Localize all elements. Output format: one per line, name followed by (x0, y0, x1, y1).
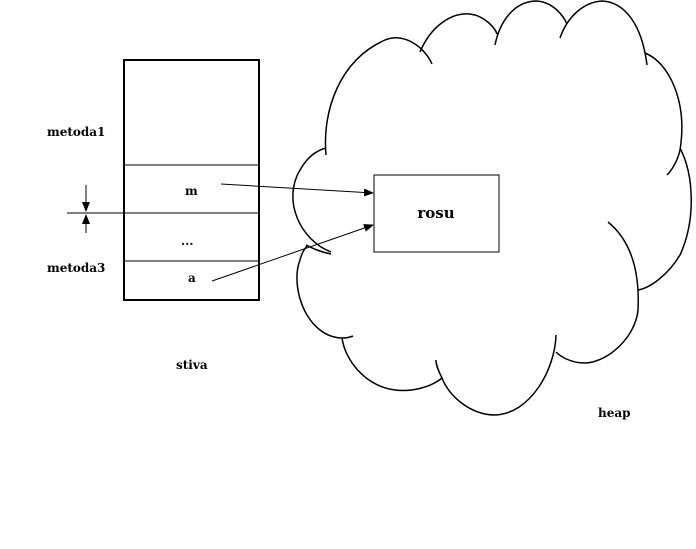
stack-cell-a: a (188, 271, 196, 285)
stack-label: stiva (176, 358, 208, 372)
cloud-arc (305, 244, 332, 255)
cloud-arc (637, 147, 692, 291)
cloud-arc (341, 337, 443, 392)
stack-box (123, 59, 260, 301)
heap-object-label: rosu (417, 204, 454, 222)
cloud-arc (555, 221, 639, 364)
cloud-arc (644, 52, 683, 176)
cloud-arc (419, 13, 498, 53)
reference-arrow-a (211, 224, 374, 282)
heap-cloud (292, 0, 692, 416)
stack-cell-ellipsis: ... (181, 234, 194, 248)
cloud-arc (494, 0, 568, 46)
heap-object-box (373, 174, 500, 253)
reference-arrow-m (220, 183, 374, 197)
cloud-arc (292, 147, 332, 253)
cloud-arc (324, 37, 433, 156)
heap-object: rosu (373, 174, 500, 253)
cloud-arc (559, 0, 648, 66)
cloud-arc (296, 244, 354, 339)
method-label-metoda3: metoda3 (47, 261, 105, 275)
stack (67, 59, 260, 301)
stack-cell-m: m (185, 184, 198, 198)
cloud-arc (435, 334, 557, 416)
heap-label: heap (598, 406, 631, 420)
method-label-metoda1: metoda1 (47, 125, 105, 139)
